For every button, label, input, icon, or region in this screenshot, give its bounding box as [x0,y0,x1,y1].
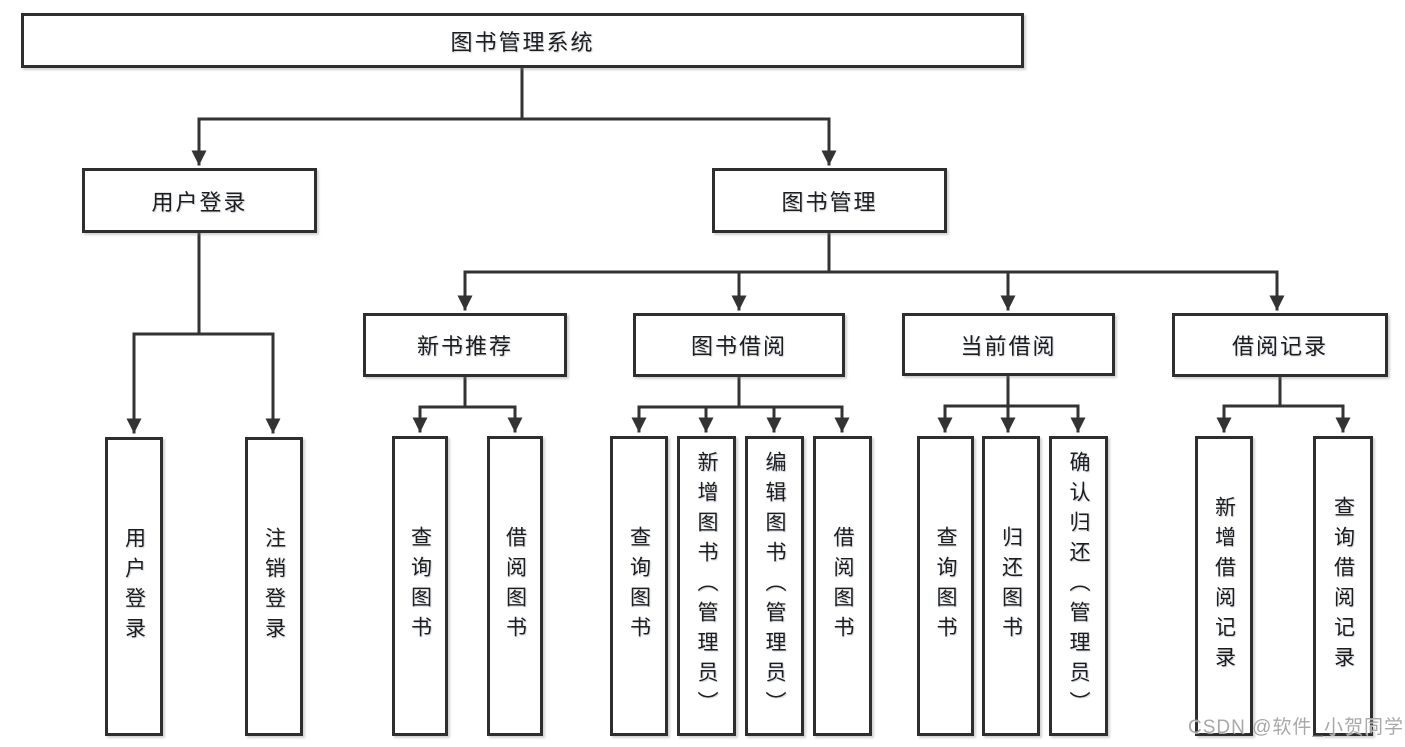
leaf-query-borrow-record-label: 查询借阅记录 [1331,496,1355,676]
leaf-return-books: 归还图书 [982,436,1040,736]
leaf-user-login-label: 用户登录 [122,526,146,647]
csdn-watermark: CSDN @软件_小贺同学 [1188,717,1404,738]
node-current-borrowing: 当前借阅 [902,313,1115,376]
node-user-login: 用户登录 [82,168,317,233]
leaf-borrow-books-recommend: 借阅图书 [487,436,543,736]
node-borrow-records: 借阅记录 [1172,313,1388,377]
leaf-query-books-current-label: 查询图书 [934,526,957,646]
leaf-logout-label: 注销登录 [262,526,286,647]
leaf-borrow-books-recommend-label: 借阅图书 [503,526,527,646]
leaf-add-borrow-record-label: 新增借阅记录 [1212,496,1236,676]
leaf-query-books-recommend: 查询图书 [392,436,448,736]
node-book-management: 图书管理 [712,168,947,233]
leaf-logout: 注销登录 [245,437,303,736]
leaf-add-book-admin-label: 新增图书（管理员） [695,451,718,721]
leaf-query-books-current: 查询图书 [917,436,974,736]
leaf-query-books-recommend-label: 查询图书 [408,526,432,646]
leaf-query-books-borrowing-label: 查询图书 [627,526,651,646]
leaf-query-borrow-record: 查询借阅记录 [1313,436,1373,736]
node-new-book-recommendation: 新书推荐 [363,313,567,377]
leaf-edit-book-admin: 编辑图书（管理员） [745,436,804,736]
leaf-add-book-admin: 新增图书（管理员） [677,436,736,736]
leaf-user-login: 用户登录 [105,437,163,736]
leaf-borrow-books-borrowing-label: 借阅图书 [831,526,854,646]
node-root-book-system: 图书管理系统 [21,13,1024,68]
connector-skeleton [132,66,1345,409]
node-book-borrowing: 图书借阅 [633,313,845,377]
leaf-query-books-borrowing: 查询图书 [610,436,668,736]
leaf-confirm-return-admin-label: 确认归还（管理员） [1067,451,1090,721]
leaf-return-books-label: 归还图书 [999,526,1023,646]
leaf-edit-book-admin-label: 编辑图书（管理员） [763,451,786,721]
leaf-add-borrow-record: 新增借阅记录 [1195,436,1253,736]
leaf-borrow-books-borrowing: 借阅图书 [813,436,872,736]
leaf-confirm-return-admin: 确认归还（管理员） [1049,436,1108,736]
